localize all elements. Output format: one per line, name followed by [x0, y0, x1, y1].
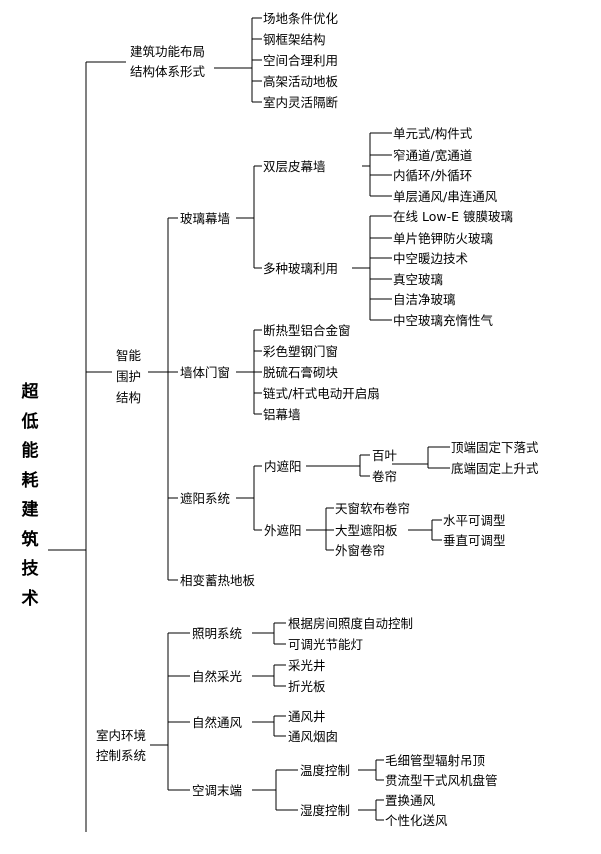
double-skin-item: 窄通道/宽通道: [393, 148, 473, 163]
multi-glass: 多种玻璃利用: [263, 261, 339, 276]
s1-item: 场地条件优化: [263, 11, 339, 26]
double-skin-item: 内循环/外循环: [393, 168, 473, 183]
section-building-layout: 建筑功能布局 结构体系形式: [130, 42, 206, 82]
double-skin-item: 单元式/构件式: [393, 126, 473, 141]
adjust-type: 垂直可调型: [443, 533, 506, 548]
multi-glass-item: 自洁净玻璃: [393, 292, 456, 307]
humidity-item: 个性化送风: [385, 813, 448, 828]
wall-item: 彩色塑钢门窗: [263, 344, 339, 359]
shading-system: 遮阳系统: [180, 491, 231, 506]
multi-glass-item: 中空玻璃充惰性气: [393, 313, 494, 328]
temp-control: 温度控制: [300, 763, 351, 778]
s1-item: 高架活动地板: [263, 74, 339, 89]
section-indoor-control: 室内环境 控制系统: [96, 726, 147, 766]
multi-glass-item: 在线 Low-E 镀膜玻璃: [393, 209, 513, 224]
s1-item: 钢框架结构: [263, 32, 326, 47]
lighting-system: 照明系统: [192, 626, 243, 641]
lighting-item: 可调光节能灯: [288, 637, 364, 652]
ac-terminal: 空调末端: [192, 783, 243, 798]
wall-item: 链式/杆式电动开启扇: [263, 386, 380, 401]
outer-shading-item: 大型遮阳板: [335, 523, 398, 538]
multi-glass-item: 中空暖边技术: [393, 251, 469, 266]
humidity-item: 置换通风: [385, 793, 436, 808]
blind-mode: 底端固定上升式: [451, 461, 539, 476]
multi-glass-item: 单片铯钾防火玻璃: [393, 231, 494, 246]
inner-shading: 内遮阳: [264, 459, 302, 474]
lighting-item: 根据房间照度自动控制: [288, 616, 414, 631]
outer-shading: 外遮阳: [264, 523, 302, 538]
multi-glass-item: 真空玻璃: [393, 272, 444, 287]
natural-ventilation: 自然通风: [192, 715, 243, 730]
vent-item: 通风烟囱: [288, 729, 339, 744]
double-skin-item: 单层通风/串连通风: [393, 189, 498, 204]
s1-item: 空间合理利用: [263, 53, 339, 68]
wall-item: 脱硫石膏砌块: [263, 365, 339, 380]
glass-curtain-wall: 玻璃幕墙: [180, 211, 231, 226]
wall-item: 铝幕墙: [263, 407, 301, 422]
wall-windows: 墙体门窗: [180, 365, 231, 380]
daylight-item: 采光井: [288, 658, 326, 673]
natural-daylight: 自然采光: [192, 669, 243, 684]
phase-change-floor: 相变蓄热地板: [180, 573, 256, 588]
temp-item: 贯流型干式风机盘管: [385, 773, 498, 788]
vent-item: 通风井: [288, 709, 326, 724]
louver: 百叶: [372, 448, 398, 463]
double-skin-wall: 双层皮幕墙: [263, 159, 326, 174]
temp-item: 毛细管型辐射吊顶: [385, 753, 486, 768]
outer-shading-item: 天窗软布卷帘: [335, 501, 411, 516]
blind-mode: 顶端固定下落式: [451, 440, 539, 455]
section-smart-envelope: 智能 围护 结构: [116, 345, 142, 408]
wall-item: 断热型铝合金窗: [263, 323, 351, 338]
root-title: 超 低 能 耗 建 筑 技 术: [21, 382, 39, 609]
daylight-item: 折光板: [288, 679, 326, 694]
s1-item: 室内灵活隔断: [263, 95, 339, 110]
humidity-control: 湿度控制: [300, 803, 351, 818]
roller-blind: 卷帘: [372, 469, 398, 484]
adjust-type: 水平可调型: [443, 513, 506, 528]
outer-shading-item: 外窗卷帘: [335, 543, 386, 558]
